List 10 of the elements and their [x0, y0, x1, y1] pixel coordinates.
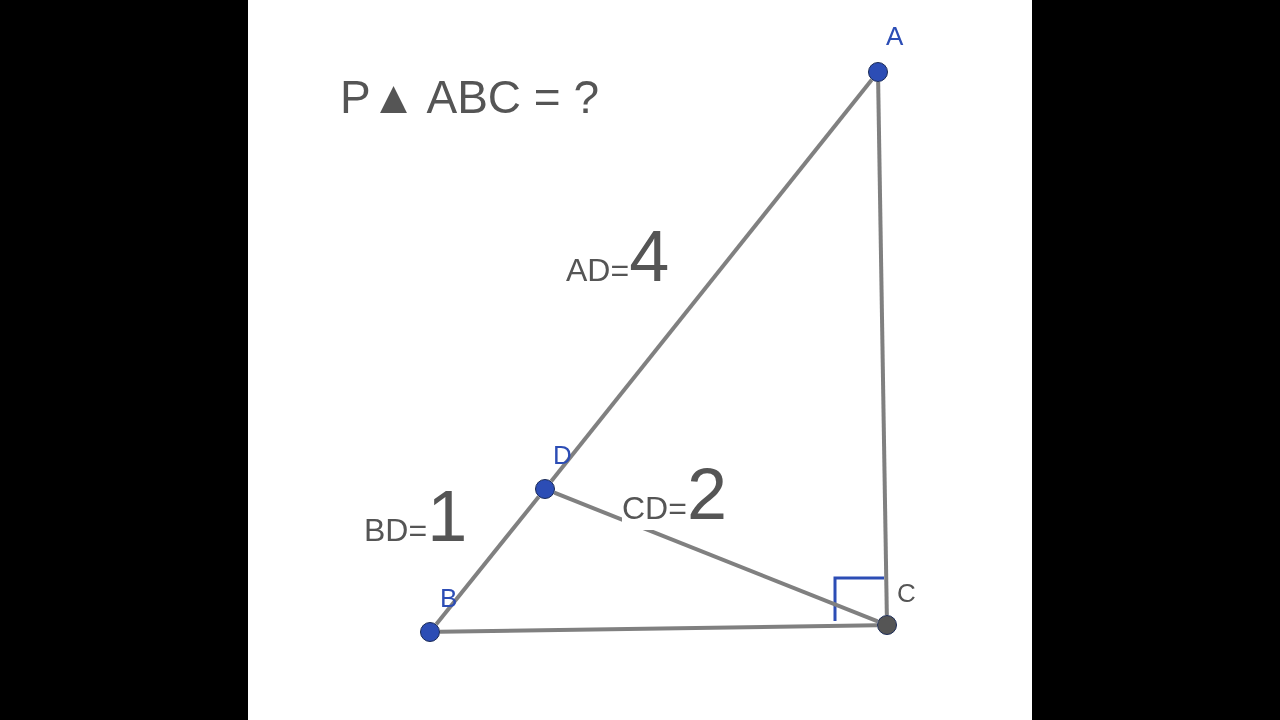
- question-title: P▲ ABC = ?: [340, 70, 600, 124]
- vertex-label: D: [553, 441, 572, 469]
- triangle-side: [553, 490, 879, 624]
- triangle-side: [549, 78, 874, 483]
- triangle-side: [876, 81, 889, 616]
- triangle-side: [434, 495, 541, 626]
- triangle-side: [439, 623, 878, 634]
- vertex-label: A: [886, 22, 904, 50]
- vertex-label: C: [897, 579, 916, 607]
- vertex-label: B: [440, 584, 458, 612]
